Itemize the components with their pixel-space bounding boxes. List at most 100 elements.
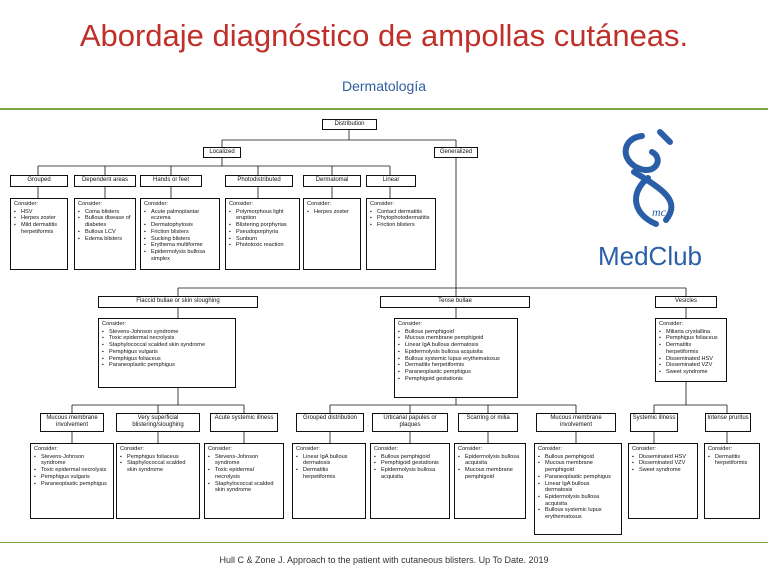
page-subtitle: Dermatología xyxy=(341,78,427,94)
node-mucous-membrane-tense: Mucous membrane involvement xyxy=(536,413,616,432)
footer-divider xyxy=(0,542,768,543)
list-item: Toxic epidermal necrolysis xyxy=(34,467,110,474)
consider-very-superficial: Consider: Pemphigus foliaceus Staphyloco… xyxy=(116,443,200,519)
node-flaccid-bullae: Flaccid bullae or skin sloughing xyxy=(98,296,258,308)
list-item: Miliaria crystallina xyxy=(659,329,723,336)
list-item: Paraneoplastic pemphigus xyxy=(538,474,618,481)
list-item: Pseudoporphyria xyxy=(229,229,296,236)
list-item: HSV xyxy=(14,209,64,216)
consider-mucous-membrane-tense: Consider: Bullous pemphigoid Mucous memb… xyxy=(534,443,622,535)
node-generalized: Generalized xyxy=(434,147,478,158)
list-item: Pemphigoid gestationis xyxy=(374,460,446,467)
consider-linear: Consider: Contact dermatitis Phytophotod… xyxy=(366,198,436,270)
list-item: Friction blisters xyxy=(370,222,432,229)
list-item: Toxic epidermal necrolysis xyxy=(208,467,280,480)
list-item: Erythema multiforme xyxy=(144,242,216,249)
node-acute-systemic-illness: Acute systemic illness xyxy=(210,413,278,432)
list-item: Phytophotodermatitis xyxy=(370,215,432,222)
list-item: Polymorphous light eruption xyxy=(229,209,296,222)
consider-grouped-distribution: Consider: Linear IgA bullous dermatosis … xyxy=(292,443,366,519)
node-dependent-areas: Dependent areas xyxy=(74,175,136,187)
list-item: Disseminated VZV xyxy=(659,362,723,369)
consider-label: Consider: xyxy=(307,201,331,207)
consider-label: Consider: xyxy=(632,446,656,452)
list-item: Acute palmoplantar eczema xyxy=(144,209,216,222)
consider-tense-bullae: Consider: Bullous pemphigoid Mucous memb… xyxy=(394,318,518,398)
node-systemic-illness: Systemic illness xyxy=(630,413,678,432)
consider-scarring-milia: Consider: Epidermolysis bullosa acquisit… xyxy=(454,443,526,519)
list-item: Bullous systemic lupus erythematosus xyxy=(398,356,514,363)
list-item: Epidermolysis bullosa simplex xyxy=(144,249,216,262)
node-tense-bullae: Tense bullae xyxy=(380,296,530,308)
node-very-superficial: Very superficial blistering/sloughing xyxy=(116,413,200,432)
node-vesicles: Vesicles xyxy=(655,296,717,308)
list-item: Paraneoplastic pemphigus xyxy=(102,362,232,369)
list-item: Mucous membrane pemphigoid xyxy=(398,335,514,342)
medclub-logo: mc MedClub xyxy=(590,128,710,278)
consider-label: Consider: xyxy=(538,446,562,452)
consider-flaccid-bullae: Consider: Stevens-Johnson syndrome Toxic… xyxy=(98,318,236,388)
list-item: Epidermolysis bullosa acquisita xyxy=(458,454,522,467)
node-grouped-distribution: Grouped distribution xyxy=(296,413,364,432)
list-item: Coma blisters xyxy=(78,209,132,216)
list-item: Pemphigus vulgaris xyxy=(102,349,232,356)
consider-systemic-illness: Consider: Disseminated HSV Disseminated … xyxy=(628,443,698,519)
list-item: Epidermolysis bullosa acquisita xyxy=(538,494,618,507)
node-urticarial: Urticarial papules or plaques xyxy=(372,413,448,432)
node-scarring-milia: Scarring or milia xyxy=(458,413,518,432)
page-title: Abordaje diagnóstico de ampollas cutánea… xyxy=(79,18,689,53)
consider-label: Consider: xyxy=(208,446,232,452)
consider-mucous-membrane-flaccid: Consider: Stevens-Johnson syndrome Toxic… xyxy=(30,443,114,519)
node-hands-or-feet: Hands or feet xyxy=(140,175,202,187)
list-item: Bullous pemphigoid xyxy=(398,329,514,336)
list-item: Disseminated HSV xyxy=(659,356,723,363)
list-item: Dermatitis herpetiformis xyxy=(398,362,514,369)
list-item: Sucking blisters xyxy=(144,236,216,243)
consider-hands-or-feet: Consider: Acute palmoplantar eczema Derm… xyxy=(140,198,220,270)
consider-label: Consider: xyxy=(144,201,168,207)
list-item: Disseminated HSV xyxy=(632,454,694,461)
node-dermatomal: Dermatomal xyxy=(303,175,361,187)
list-item: Disseminated VZV xyxy=(632,460,694,467)
logo-text: MedClub xyxy=(597,241,703,271)
list-item: Bullous systemic lupus erythematosus xyxy=(538,507,618,520)
consider-label: Consider: xyxy=(374,446,398,452)
list-item: Dermatitis herpetiformis xyxy=(296,467,362,480)
node-intense-pruritus: Intense pruritus xyxy=(705,413,751,432)
list-item: Sunburn xyxy=(229,236,296,243)
node-mucous-membrane-flaccid: Mucous membrane involvement xyxy=(40,413,104,432)
consider-label: Consider: xyxy=(659,321,683,327)
node-grouped: Grouped xyxy=(10,175,68,187)
list-item: Dermatophytosis xyxy=(144,222,216,229)
list-item: Sweet syndrome xyxy=(632,467,694,474)
list-item: Contact dermatitis xyxy=(370,209,432,216)
list-item: Mucous membrane pemphigoid xyxy=(538,460,618,473)
list-item: Herpes zoster xyxy=(307,209,357,216)
list-item: Blistering porphyrias xyxy=(229,222,296,229)
list-item: Bullous pemphigoid xyxy=(538,454,618,461)
consider-label: Consider: xyxy=(120,446,144,452)
list-item: Stevens-Johnson syndrome xyxy=(208,454,280,467)
consider-acute-systemic-illness: Consider: Stevens-Johnson syndrome Toxic… xyxy=(204,443,284,519)
list-item: Pemphigus foliaceus xyxy=(659,335,723,342)
list-item: Bullous disease of diabetes xyxy=(78,215,132,228)
header-divider xyxy=(0,108,768,110)
list-item: Linear IgA bullous dermatosis xyxy=(296,454,362,467)
list-item: Paraneoplastic pemphigus xyxy=(34,481,110,488)
node-distribution: Distribution xyxy=(322,119,377,130)
list-item: Mucous membrane pemphigoid xyxy=(458,467,522,480)
citation: Hull C & Zone J. Approach to the patient… xyxy=(219,555,549,565)
list-item: Epidermolysis bullosa acquisita xyxy=(374,467,446,480)
node-photodistributed: Photodistributed xyxy=(225,175,293,187)
consider-label: Consider: xyxy=(34,446,58,452)
consider-label: Consider: xyxy=(708,446,732,452)
consider-label: Consider: xyxy=(102,321,126,327)
consider-label: Consider: xyxy=(14,201,38,207)
consider-dependent-areas: Consider: Coma blisters Bullous disease … xyxy=(74,198,136,270)
list-item: Pemphigus foliaceus xyxy=(120,454,196,461)
consider-label: Consider: xyxy=(370,201,394,207)
list-item: Herpes zoster xyxy=(14,215,64,222)
list-item: Staphylococcal scalded skin syndrome xyxy=(102,342,232,349)
consider-label: Consider: xyxy=(296,446,320,452)
